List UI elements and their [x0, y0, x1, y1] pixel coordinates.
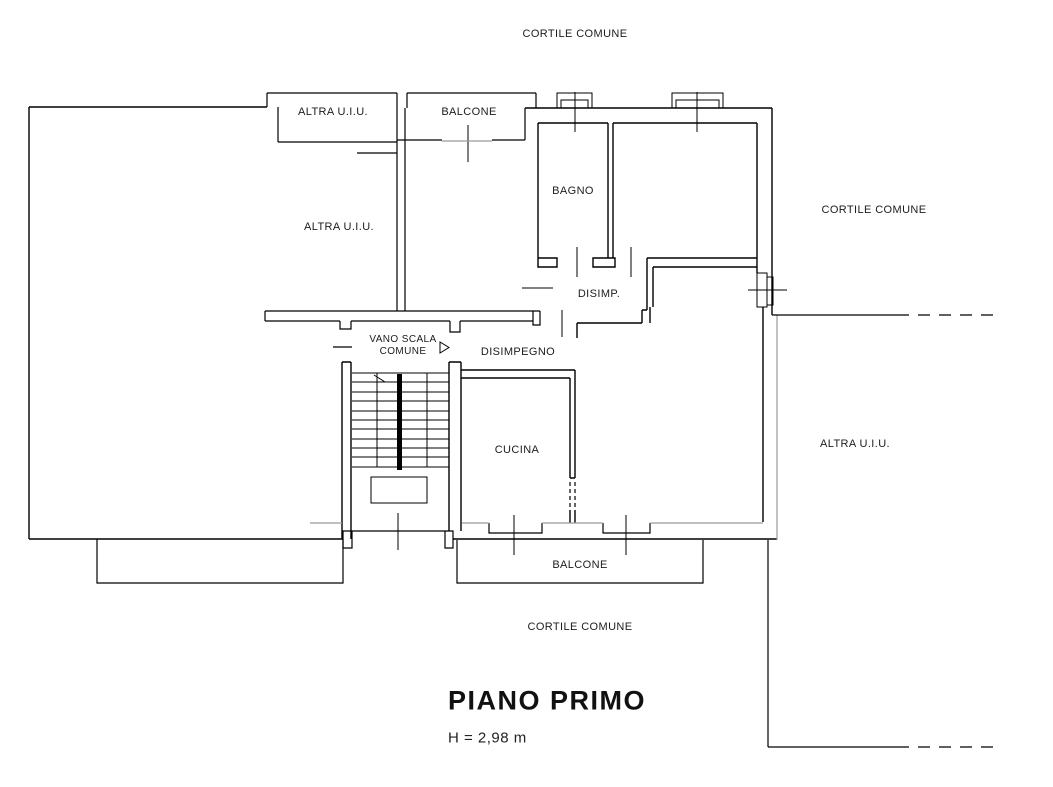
stairwell-walls — [341, 361, 462, 539]
bathroom-walls — [537, 122, 616, 268]
kitchen-walls — [461, 369, 576, 523]
bottom-wall-details — [342, 523, 651, 549]
stair-direction-arrow — [439, 341, 450, 354]
balcony-left-outline — [96, 539, 344, 584]
site-boundary-dashed — [897, 314, 997, 748]
plan-height-note: H = 2,98 m — [448, 729, 527, 747]
label-hallway: DISIMPEGNO — [480, 346, 556, 358]
label-bathroom: BAGNO — [552, 185, 594, 197]
outer-walls — [28, 106, 777, 540]
label-annex-unit: ALTRA U.I.U. — [298, 106, 368, 118]
label-stairwell: VANO SCALA COMUNE — [369, 334, 436, 358]
label-courtyard-right: CORTILE COMUNE — [821, 204, 927, 216]
label-kitchen: CUCINA — [494, 444, 540, 456]
door-window-ticks — [397, 92, 787, 555]
label-balcony-top: BALCONE — [441, 106, 497, 118]
label-stairwell-line2: COMUNE — [379, 346, 427, 357]
label-courtyard-bottom: CORTILE COMUNE — [527, 621, 633, 633]
bedroom-living-walls — [576, 122, 764, 522]
label-unit-left: ALTRA U.I.U. — [304, 221, 374, 233]
label-balcony-bottom: BALCONE — [552, 559, 608, 571]
label-stairwell-line1: VANO SCALA — [369, 334, 437, 345]
french-door-right — [756, 272, 774, 308]
balcony-bottom-outline — [456, 540, 704, 584]
top-annex-walls — [266, 92, 537, 311]
label-hallway-small: DISIMP. — [577, 288, 621, 300]
label-courtyard-top: CORTILE COMUNE — [522, 28, 628, 40]
gray-lines — [310, 140, 778, 540]
label-unit-right: ALTRA U.I.U. — [820, 438, 890, 450]
stair-stringer — [397, 374, 402, 470]
corridor-walls — [264, 310, 541, 348]
site-boundary-solid — [767, 314, 897, 748]
kitchen-opening-dashed — [569, 482, 576, 508]
plan-title: PIANO PRIMO — [448, 685, 647, 716]
